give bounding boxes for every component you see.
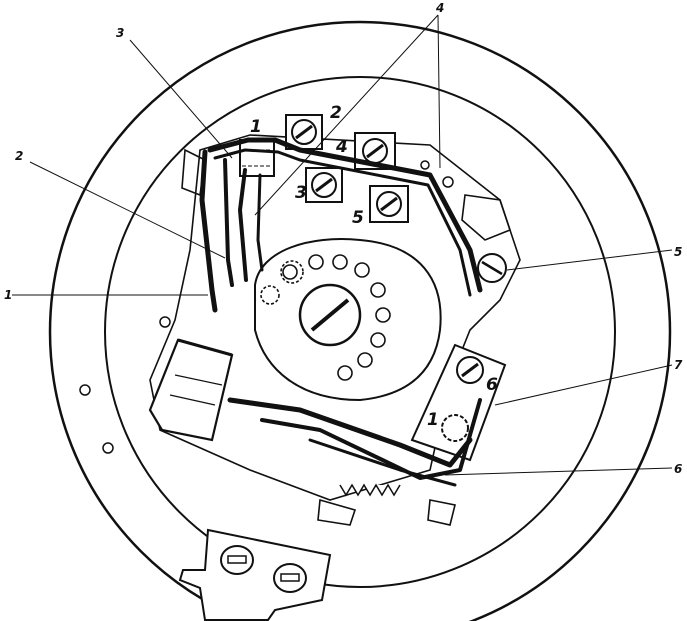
screw-terminal: [285, 114, 323, 150]
callout-1: 1: [4, 288, 12, 302]
callout-2: 2: [15, 149, 23, 163]
callout-6: 6: [674, 462, 682, 476]
terminal-block: [239, 139, 275, 177]
housing-holes: [79, 160, 454, 454]
screw-icon: [220, 545, 254, 575]
terminal-number-2: 2: [330, 103, 342, 123]
callout-4: 4: [435, 1, 444, 15]
screw-icon: [273, 563, 307, 593]
gear-teeth: [339, 483, 401, 497]
terminal-number-1-right: 1: [427, 410, 439, 430]
screw-terminal: [369, 185, 409, 223]
housing-hole: [159, 316, 171, 328]
side-screw: [477, 253, 507, 283]
right-terminal-plate: [410, 343, 507, 462]
housing-hole: [79, 384, 91, 396]
leader-lines: [12, 14, 673, 476]
housing-hole: [442, 176, 454, 188]
callout-5: 5: [674, 245, 682, 259]
central-disk: [254, 238, 442, 402]
coil-block: [148, 338, 234, 442]
terminal-number-6: 6: [486, 375, 498, 395]
terminal-number-1: 1: [250, 117, 262, 137]
terminal-blocks: [239, 114, 409, 223]
screw-terminal: [305, 167, 343, 203]
callout-7: 7: [674, 358, 683, 372]
housing-hole: [420, 160, 430, 170]
housing: [48, 20, 672, 621]
outer-ring: [48, 20, 672, 621]
disk-holes: [260, 254, 391, 381]
terminal-number-5: 5: [352, 208, 364, 228]
housing-hole: [102, 442, 114, 454]
wiring: [199, 137, 483, 487]
callout-3: 3: [116, 26, 124, 40]
inner-ring: [104, 76, 616, 588]
terminal-number-4: 4: [335, 137, 348, 157]
bottom-bracket: [178, 528, 332, 621]
terminal-number-3: 3: [295, 183, 307, 203]
